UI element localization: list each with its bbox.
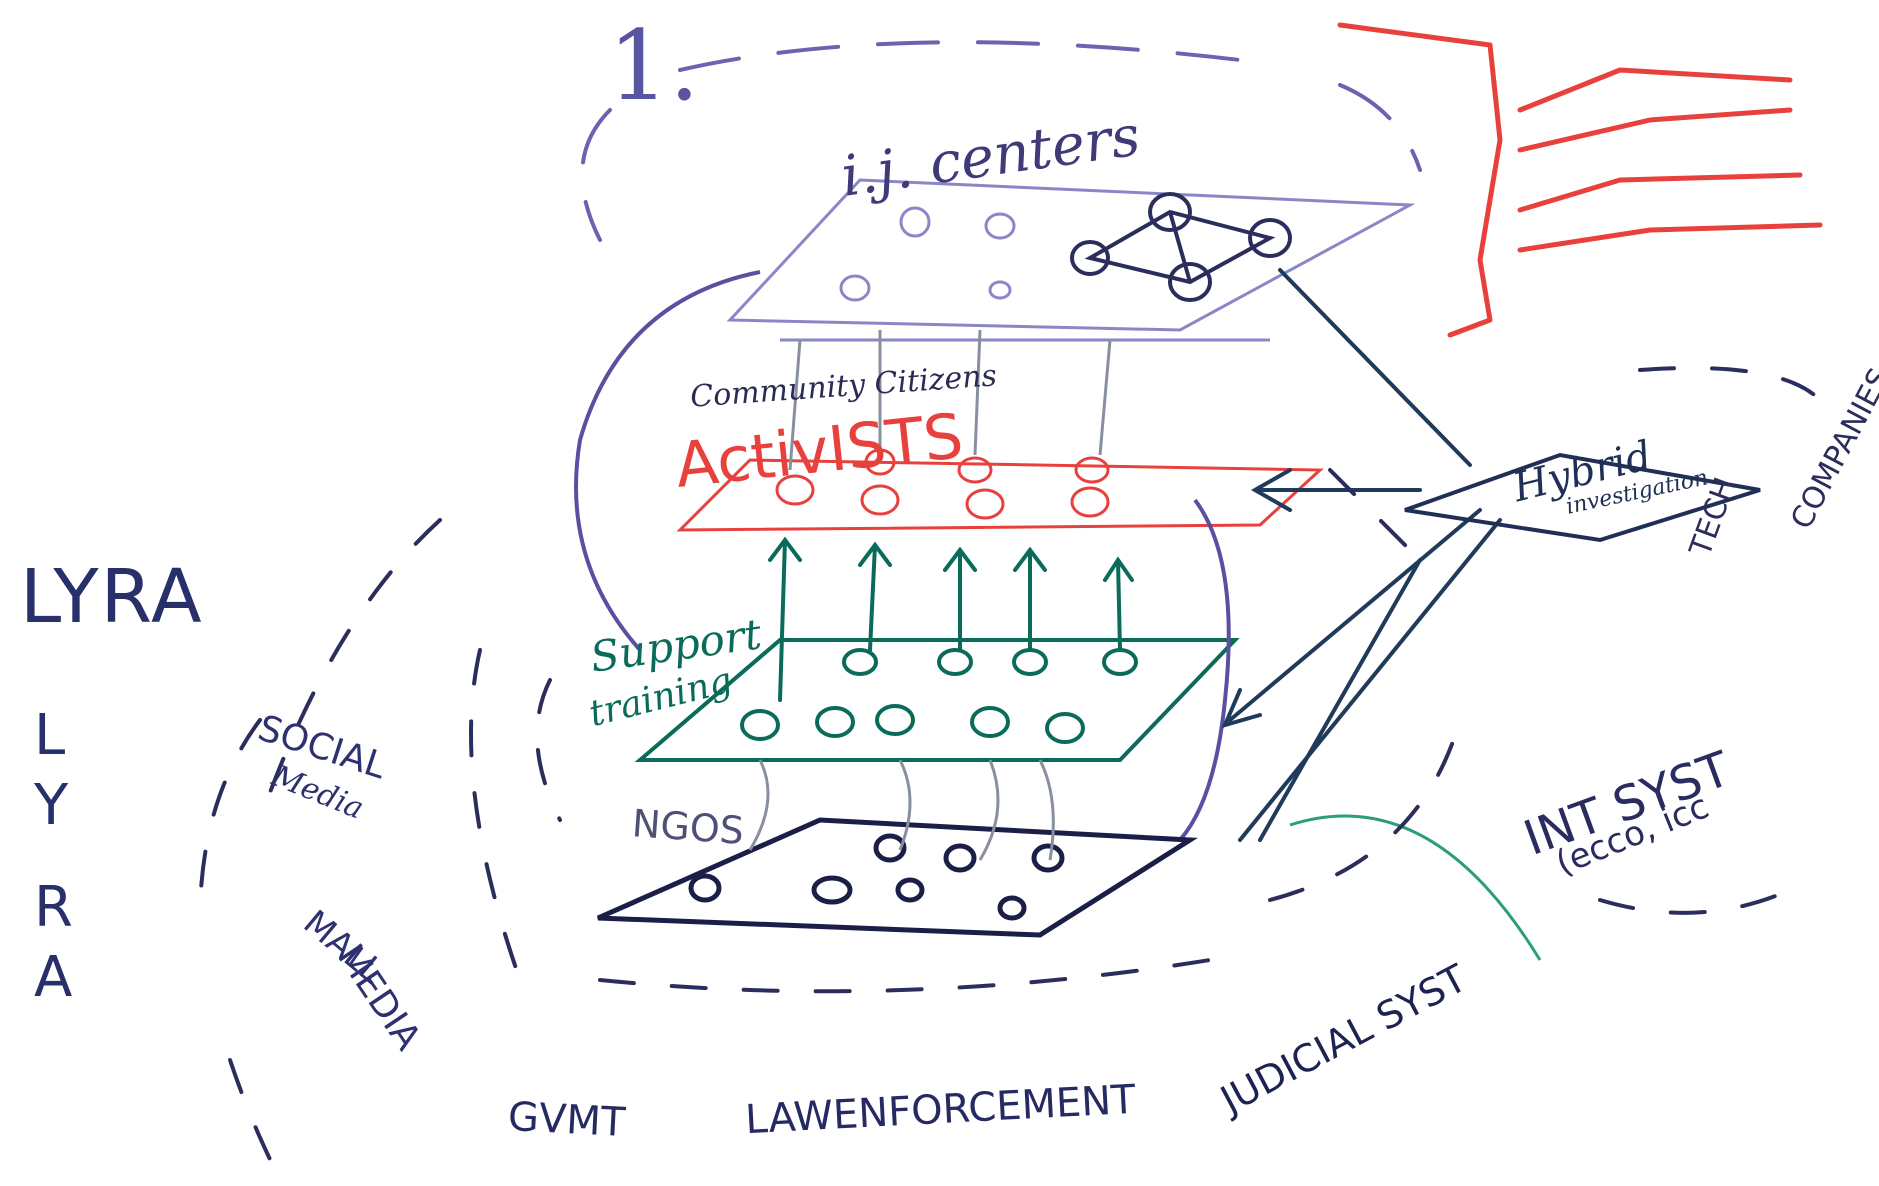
lyra-letter-y: Y — [34, 773, 69, 838]
section-number: 1. — [608, 10, 700, 122]
right-curve-arrow — [1178, 498, 1231, 842]
gvmt-label: GVMT — [506, 1093, 627, 1147]
support-layer — [634, 638, 1240, 762]
dashed-regions — [198, 366, 1822, 1182]
centers-activists-links — [788, 329, 1112, 471]
lyra-title: LYRA — [20, 554, 204, 640]
lyra-letter-a: A — [34, 945, 73, 1010]
green-support-arrows — [768, 536, 1134, 702]
centers-network — [1070, 192, 1292, 302]
centers-layer — [726, 178, 1416, 342]
left-curve-arrow — [574, 270, 761, 652]
activists-layer — [676, 448, 1324, 532]
teal-line — [1289, 814, 1542, 961]
lyra-letter-l: L — [34, 703, 66, 768]
red-bracket-arrows — [1337, 22, 1823, 338]
ngos-label: NGOS — [630, 801, 746, 853]
ngo-layer — [596, 817, 1198, 938]
ngo-support-links — [748, 759, 1055, 861]
lyra-letter-r: R — [34, 875, 73, 940]
hybrid-arrows — [1221, 268, 1761, 842]
outer-dashed-boundary — [580, 40, 1422, 242]
